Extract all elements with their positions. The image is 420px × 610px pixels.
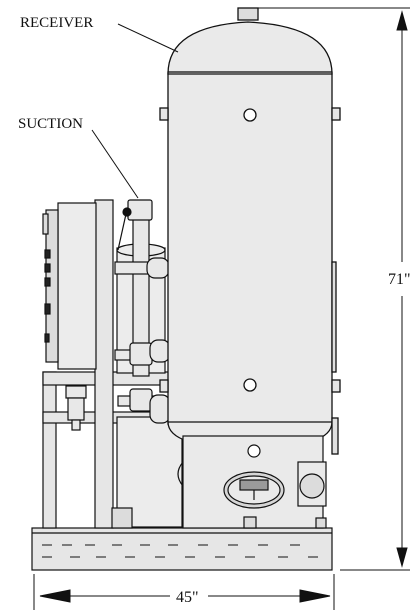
piping [65, 215, 174, 431]
receiver-tank [159, 7, 341, 455]
receiver-stand [177, 435, 327, 529]
base-skid [31, 527, 333, 571]
callout-leaders [91, 23, 179, 199]
suction-label: SUCTION [18, 116, 83, 132]
receiver-label: RECEIVER [20, 15, 93, 31]
width-dimension-label: 45" [176, 589, 199, 606]
width-dimension-line [33, 574, 335, 610]
height-dimension-label: 71" [388, 271, 411, 288]
control-panel [42, 202, 97, 370]
suction-valve [117, 199, 153, 251]
height-dimension-line [258, 7, 410, 571]
